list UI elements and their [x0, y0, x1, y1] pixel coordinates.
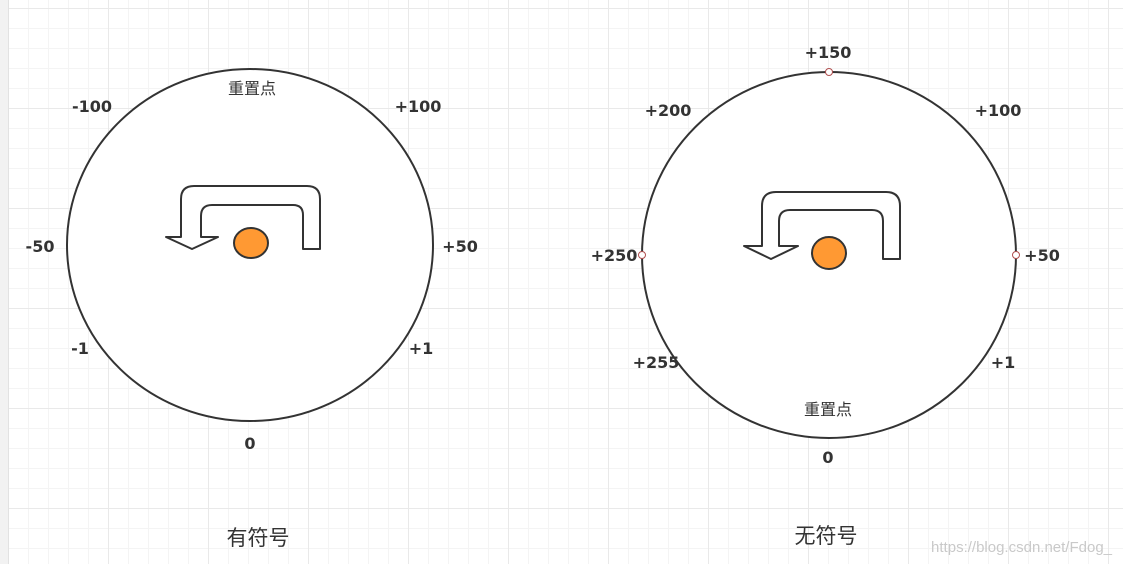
signed-tick-minus-50: -50: [26, 237, 55, 256]
unsigned-marker-left: [638, 251, 646, 259]
signed-pointer-dot: [233, 227, 269, 259]
unsigned-caption: 无符号: [795, 524, 858, 548]
signed-tick-minus-100: -100: [72, 97, 112, 116]
unsigned-tick-zero: 0: [822, 448, 833, 467]
unsigned-tick-plus-150: +150: [805, 43, 852, 62]
signed-tick-zero: 0: [244, 434, 255, 453]
watermark: https://blog.csdn.net/Fdog_: [931, 539, 1113, 556]
signed-tick-minus-1: -1: [71, 339, 89, 358]
unsigned-pointer-dot: [811, 236, 847, 270]
unsigned-tick-plus-255: +255: [633, 353, 680, 372]
unsigned-tick-plus-250: +250: [591, 246, 638, 265]
signed-diagram: 重置点 -100 +100 -50 +50 -1 +1 0 有符号: [26, 68, 478, 550]
u-turn-arrow-icon: [165, 185, 321, 250]
canvas-gutter: [0, 0, 9, 564]
unsigned-tick-plus-1: +1: [991, 353, 1016, 372]
unsigned-tick-plus-200: +200: [645, 101, 692, 120]
signed-caption: 有符号: [227, 526, 290, 550]
unsigned-marker-top: [825, 68, 833, 76]
unsigned-tick-plus-50: +50: [1024, 246, 1060, 265]
unsigned-diagram: +150 +200 +100 +250 +50 +255 +1 0 重置点 无符…: [591, 43, 1060, 548]
signed-tick-plus-1: +1: [409, 339, 434, 358]
signed-tick-plus-50: +50: [442, 237, 478, 256]
signed-tick-plus-100: +100: [395, 97, 442, 116]
u-turn-arrow-icon: [743, 191, 901, 260]
signed-reset-label: 重置点: [228, 79, 276, 98]
unsigned-reset-label: 重置点: [804, 400, 852, 419]
unsigned-tick-plus-100: +100: [975, 101, 1022, 120]
unsigned-marker-right: [1012, 251, 1020, 259]
